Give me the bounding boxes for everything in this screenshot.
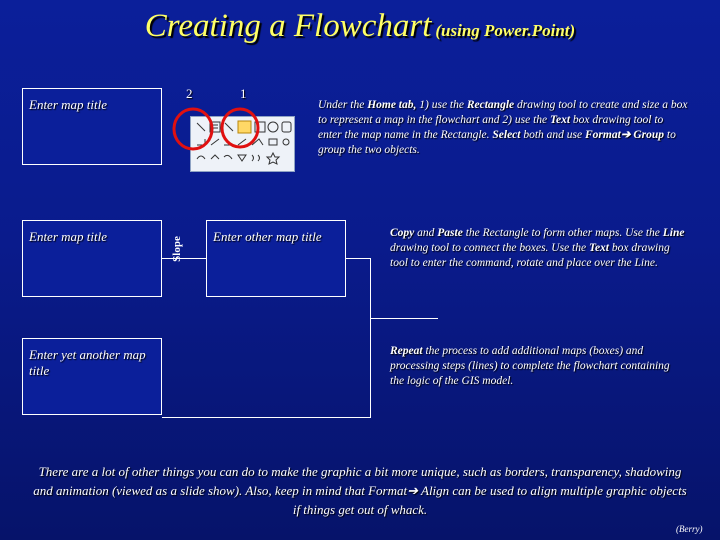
title-main: Creating a Flowchart [144,8,432,44]
shapes-gallery [196,120,292,165]
connector-line [162,258,206,259]
triangle-icon [251,138,264,146]
step-number: 2 [186,86,193,101]
rectangle-icon [254,121,266,133]
arrow-icon [224,122,234,132]
connector-line [370,258,371,418]
map-title: Enter yet another map title [29,347,146,378]
map-title: Enter map title [29,229,107,244]
highlight-circle-1 [220,107,260,149]
highlight-circles [172,107,260,151]
instruction-paragraph-1: Under the Home tab, 1) use the Rectangle… [318,99,688,156]
credit: (Berry) [676,524,703,534]
highlight-circle-2 [172,107,214,151]
star-icon [265,151,281,165]
page-title: Creating a Flowchart (using Power.Point) [0,8,720,45]
title-sub: (using Power.Point) [435,21,576,40]
line-icon [210,138,220,146]
square-icon [268,138,278,146]
arrow-icon: ➔ [620,129,631,141]
circle-icon [282,138,290,146]
curve-icon [196,155,206,160]
bottom-note: There are a lot of other things you can … [33,464,687,517]
slope-label: Slope [162,220,192,278]
map-box[interactable]: Enter other map title [206,220,346,297]
line-icon [237,138,247,146]
slope-text: Slope [171,236,183,262]
map-box[interactable]: Enter yet another map title [22,338,162,415]
line-icon [196,122,206,132]
brace-icon [251,154,254,162]
map-title: Enter other map title [213,229,322,244]
triangle-icon [237,154,247,162]
arrow-icon: ➔ [407,483,418,498]
rounded-rectangle-icon [281,121,292,133]
connector-line [346,258,370,259]
instruction-paragraph-3: Repeat the process to add additional map… [390,345,670,387]
oval-icon [267,121,279,133]
step-number: 1 [240,86,247,101]
rectangle-icon [237,120,252,134]
connector-line [162,417,371,418]
map-box[interactable]: Enter map title [22,88,162,165]
map-box[interactable]: Enter map title [22,220,162,297]
freeform-icon [210,154,220,160]
brace-icon [257,154,260,162]
curve-icon [223,154,233,160]
map-title: Enter map title [29,97,107,112]
instruction-paragraph-2: Copy and Paste the Rectangle to form oth… [390,227,685,269]
connector-line [370,318,438,319]
